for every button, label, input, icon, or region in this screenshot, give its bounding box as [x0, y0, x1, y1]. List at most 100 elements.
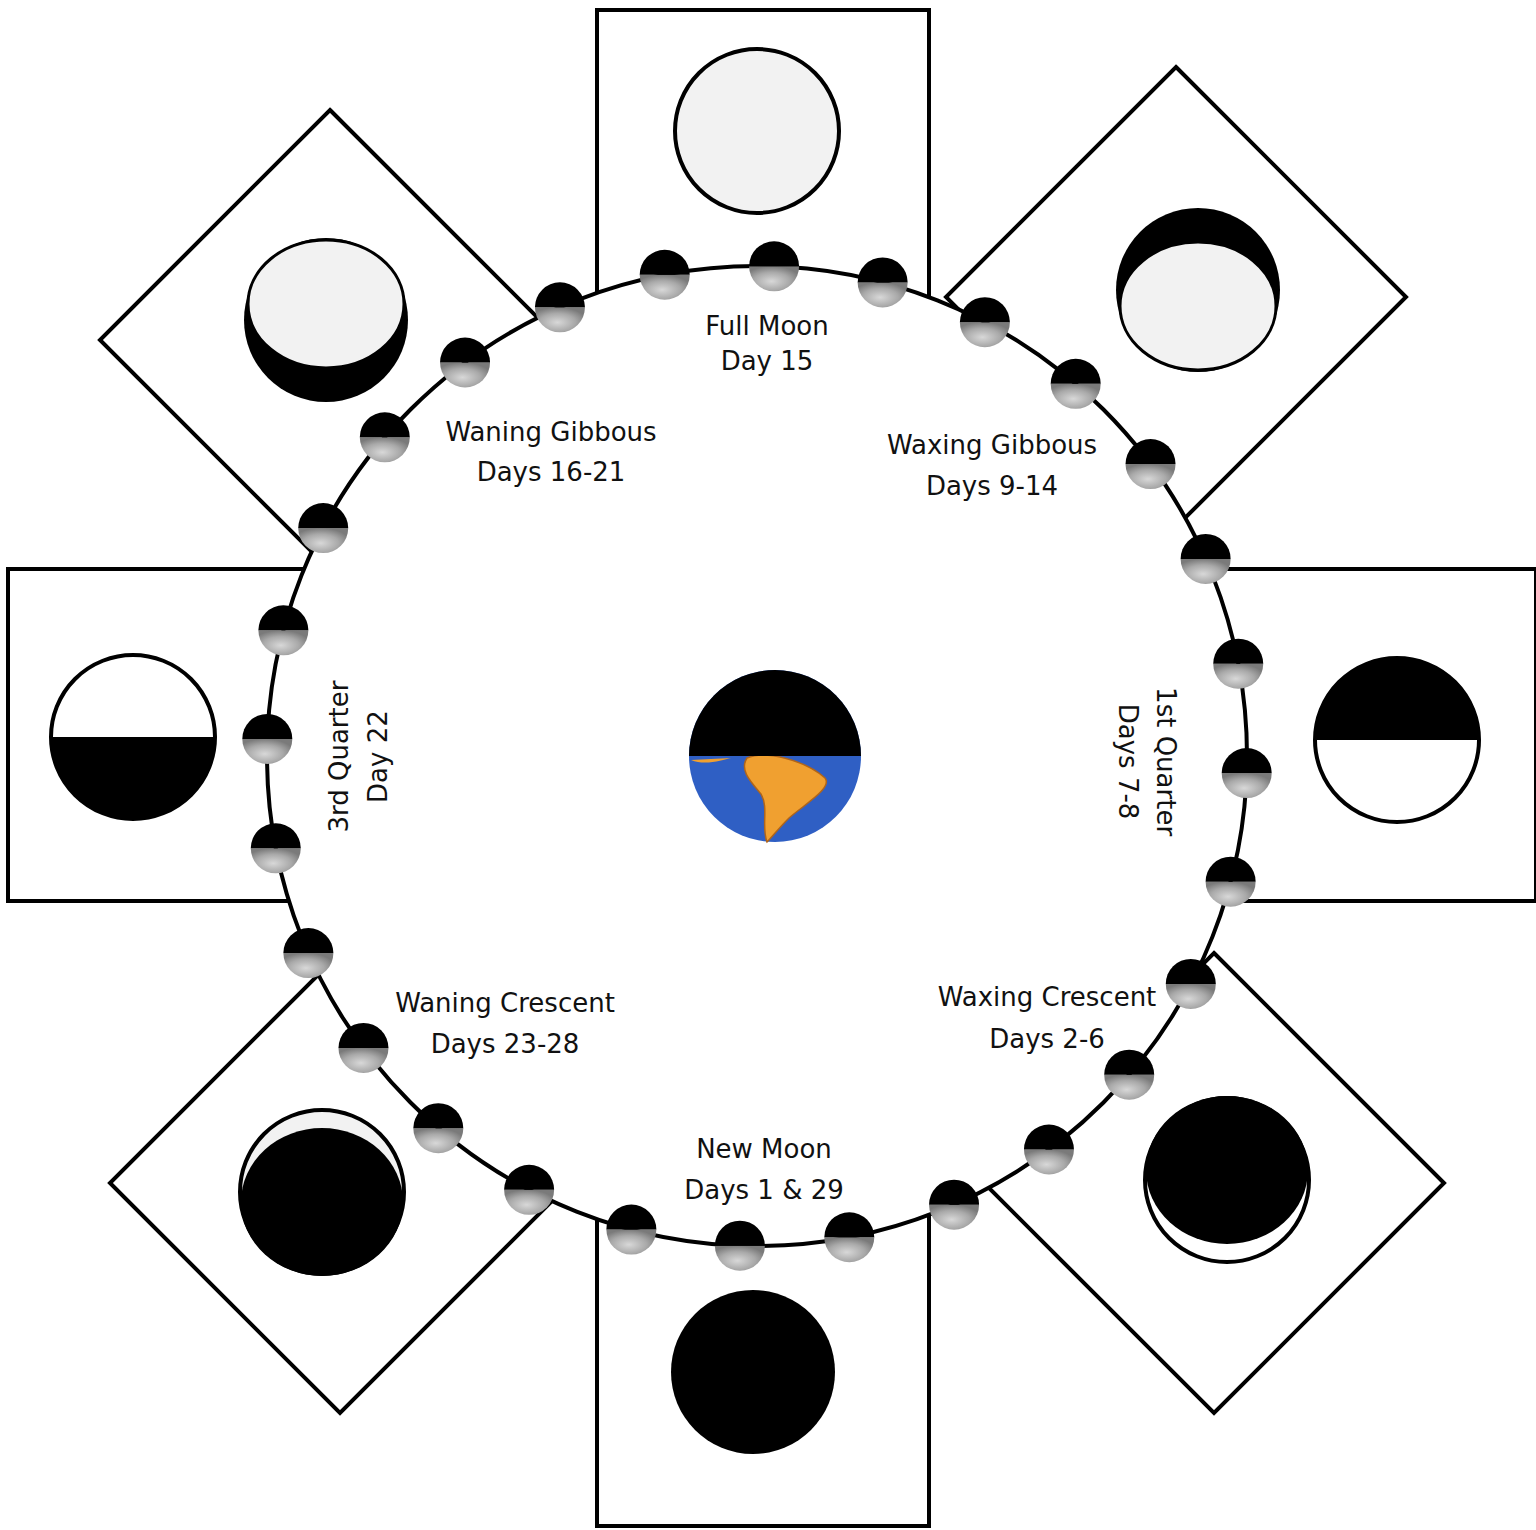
orbit-moon-lit — [960, 322, 1010, 347]
orbit-moon — [749, 241, 799, 291]
orbit-moon-dark — [1104, 1050, 1154, 1075]
orbit-moon-lit — [858, 282, 908, 307]
earth-continent — [691, 758, 731, 763]
orbit-moon-lit — [1206, 882, 1256, 907]
orbit-moon — [504, 1165, 554, 1215]
phase-days: Days 2-6 — [989, 1024, 1105, 1055]
orbit-moon-lit — [606, 1230, 656, 1255]
orbit-moon-lit — [1126, 464, 1176, 489]
orbit-moon-dark — [535, 282, 585, 307]
orbit-moon — [413, 1103, 463, 1153]
phase-name: Waxing Crescent — [938, 982, 1157, 1013]
moon-disc — [671, 1290, 835, 1454]
phase-name: 3rd Quarter — [324, 681, 355, 833]
orbit-moon — [640, 250, 690, 300]
moon-disc — [675, 49, 839, 213]
moon-disc — [51, 655, 215, 819]
orbit-moon-lit — [258, 630, 308, 655]
earth-ocean — [689, 670, 861, 842]
orbit-moon-lit — [929, 1205, 979, 1230]
orbit-moon-lit — [1213, 664, 1263, 689]
orbit-moon-dark — [360, 412, 410, 437]
phase-moon — [671, 1290, 835, 1454]
orbit-moon-dark — [258, 605, 308, 630]
moon-disc — [1315, 658, 1479, 822]
orbit-moon-dark — [283, 928, 333, 953]
orbit-moon-dark — [1213, 639, 1263, 664]
phase-days: Days 16-21 — [477, 457, 626, 488]
orbit-moon — [298, 503, 348, 553]
moon-disc — [244, 238, 408, 402]
orbit-moon — [338, 1023, 388, 1073]
orbit-moon-dark — [242, 714, 292, 739]
orbit-moon-lit — [1051, 384, 1101, 409]
orbit-moon-dark — [440, 337, 490, 362]
orbit-moon — [251, 823, 301, 873]
orbit-moon-dark — [1181, 534, 1231, 559]
orbit-moon — [1051, 359, 1101, 409]
orbit-moon-lit — [440, 362, 490, 387]
orbit-moon — [824, 1212, 874, 1262]
phase-moon — [1116, 208, 1280, 372]
moon-dark-part — [241, 1128, 403, 1276]
orbit-moon-lit — [251, 848, 301, 873]
orbit-moon — [929, 1180, 979, 1230]
orbit-moon — [606, 1205, 656, 1255]
orbit-moon-dark — [1051, 359, 1101, 384]
phase-moon — [1145, 1096, 1309, 1262]
orbit-moon-dark — [1166, 959, 1216, 984]
moon-dark-part — [1315, 658, 1479, 740]
phase-moon — [244, 238, 408, 402]
orbit-moon — [1181, 534, 1231, 584]
orbit-moon-lit — [298, 528, 348, 553]
orbit-moon-lit — [535, 307, 585, 332]
orbit-moon-lit — [1166, 984, 1216, 1009]
orbit-moon-dark — [1024, 1125, 1074, 1150]
earth-continent — [744, 755, 826, 842]
moon-orbit — [267, 266, 1247, 1246]
orbit-moon-lit — [360, 437, 410, 462]
phase-days: Day 15 — [721, 346, 814, 377]
phase-moon — [240, 1110, 404, 1276]
orbit-moon — [1206, 857, 1256, 907]
phase-name: Waxing Gibbous — [887, 430, 1097, 461]
orbit-moon — [242, 714, 292, 764]
orbit-moon — [1104, 1050, 1154, 1100]
orbit-moon-dark — [640, 250, 690, 275]
orbit-moon-lit — [504, 1190, 554, 1215]
moon-disc — [1116, 208, 1280, 372]
phase-name: New Moon — [696, 1134, 832, 1165]
orbit-moon — [535, 282, 585, 332]
orbit-moon — [283, 928, 333, 978]
orbit-moon — [1166, 959, 1216, 1009]
orbit-moon — [715, 1221, 765, 1271]
orbit-moon-dark — [413, 1103, 463, 1128]
moon-lit-part — [248, 240, 404, 368]
moon-dark-part — [51, 737, 215, 819]
phase-moon — [675, 49, 839, 213]
orbit-moon-lit — [824, 1237, 874, 1262]
moon-lit-part — [1120, 242, 1276, 370]
orbit-moon — [1024, 1125, 1074, 1175]
orbit-moon-lit — [640, 275, 690, 300]
orbit-moon-dark — [298, 503, 348, 528]
orbit-moon-dark — [606, 1205, 656, 1230]
orbit-moon-dark — [504, 1165, 554, 1190]
orbit-moon-dark — [338, 1023, 388, 1048]
orbit-moon-lit — [749, 266, 799, 291]
phase-days: Days 7-8 — [1112, 704, 1143, 820]
orbit-moon-dark — [715, 1221, 765, 1246]
phase-name: Waning Crescent — [395, 988, 615, 1019]
orbit-moon — [1126, 439, 1176, 489]
moon-dark-part — [1146, 1096, 1308, 1244]
orbit-moon-dark — [824, 1212, 874, 1237]
orbit-moon — [258, 605, 308, 655]
orbit-moon — [1213, 639, 1263, 689]
orbit-moon-lit — [283, 953, 333, 978]
orbit-moon — [360, 412, 410, 462]
phase-days: Day 22 — [362, 711, 393, 804]
orbit-moon — [960, 297, 1010, 347]
phase-box — [597, 1194, 929, 1526]
